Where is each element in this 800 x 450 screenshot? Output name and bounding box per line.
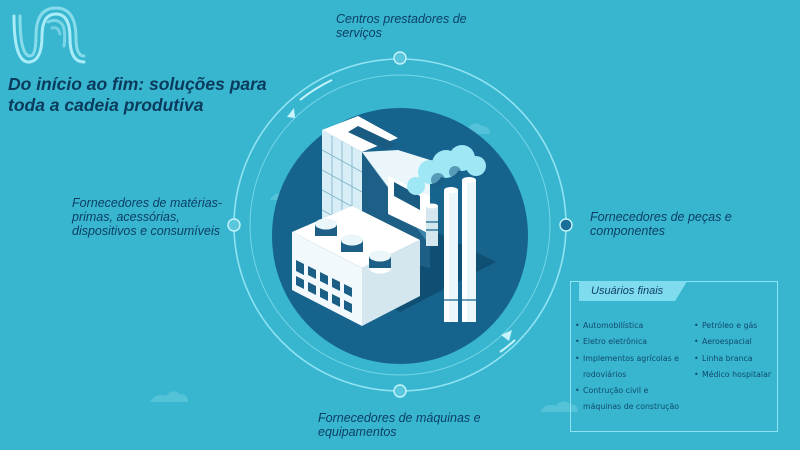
arrow-icon — [287, 108, 295, 118]
node-label-bottom: Fornecedores de máquinas e equipamentos — [318, 411, 481, 439]
list-item: Eletro eletrônica — [575, 334, 689, 351]
list-item: Linha branca — [694, 351, 778, 368]
node-label-right: Fornecedores de peças e componentes — [590, 210, 732, 238]
inner-ring — [249, 74, 551, 376]
end-users-panel: Usuários finais Automobilística Eletro e… — [570, 281, 778, 432]
arrow-icon — [501, 330, 512, 341]
end-users-title: Usuários finais — [579, 281, 687, 301]
node-label-top: Centros prestadores de serviços — [336, 12, 467, 40]
factory-illustration — [292, 116, 496, 326]
end-users-column-a: Automobilística Eletro eletrônica Implem… — [575, 318, 689, 416]
list-item: Contrução civil e máquinas de construção — [575, 383, 689, 416]
list-item: Implementos agrícolas e rodoviários — [575, 351, 689, 384]
list-item: Aeroespacial — [694, 334, 778, 351]
headline: Do início ao fim: soluções para toda a c… — [8, 74, 267, 115]
list-item: Automobilística — [575, 318, 689, 335]
list-item: Petróleo e gás — [694, 318, 778, 335]
node-label-left: Fornecedores de matérias-primas, acessór… — [72, 196, 223, 238]
list-item: Médico hospitalar — [694, 367, 778, 384]
node-dots — [227, 51, 573, 398]
end-users-column-b: Petróleo e gás Aeroespacial Linha branca… — [694, 318, 778, 383]
brand-logo-icon — [12, 6, 86, 64]
